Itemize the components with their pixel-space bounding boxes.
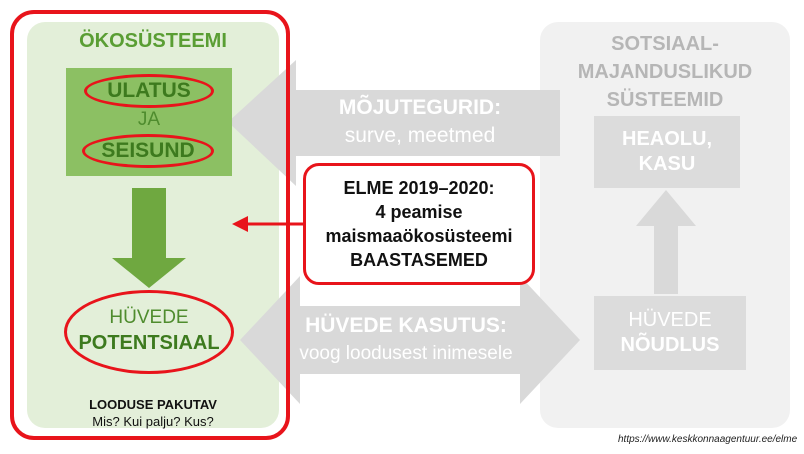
elme-line4: BAASTASEMED — [350, 250, 488, 270]
socio-title-line3: SÜSTEEMID — [606, 89, 724, 111]
wellbeing-line2: KASU — [638, 153, 696, 175]
demand-to-wellbeing-arrow — [636, 190, 696, 294]
socio-economic-title: SOTSIAAL- MAJANDUSLIKUD SÜSTEEMID — [550, 30, 780, 114]
wellbeing-line1: HEAOLU, — [622, 128, 712, 150]
wellbeing-box: HEAOLU, KASU — [594, 116, 740, 188]
demand-line1: HÜVEDE — [628, 309, 712, 331]
condition-oval: SEISUND — [82, 134, 214, 168]
socio-title-line1: SOTSIAAL- — [611, 33, 719, 55]
and-label: JA — [137, 109, 161, 130]
condition-label: SEISUND — [101, 139, 195, 162]
scope-to-potential-arrow — [112, 188, 186, 288]
use-arrow — [240, 276, 580, 404]
source-link[interactable]: https://www.keskkonnaagentuur.ee/elme — [618, 434, 798, 445]
ecosystem-title: ÖKOSÜSTEEMI — [79, 30, 227, 52]
potential-label: POTENTSIAAL — [78, 332, 220, 354]
demand-box: HÜVEDE NÕUDLUS — [594, 296, 746, 370]
drivers-arrow-label: MÕJUTEGURID: surve, meetmed — [300, 94, 540, 150]
drivers-arrow — [228, 60, 560, 186]
services-potential: HÜVEDE POTENTSIAAL — [64, 306, 234, 356]
use-subtitle: voog loodusest inimesele — [299, 343, 513, 364]
socio-title-line2: MAJANDUSLIKUD — [577, 61, 753, 83]
ecosystem-highlight-outline — [10, 10, 290, 440]
and-text: JA — [84, 108, 214, 132]
drivers-title: MÕJUTEGURID: — [338, 96, 502, 119]
scope-label: ULATUS — [107, 79, 191, 102]
nature-offer-questions: Mis? Kui palju? Kus? — [92, 414, 214, 429]
nature-offer: LOODUSE PAKUTAV Mis? Kui palju? Kus? — [40, 396, 266, 430]
scope-oval: ULATUS — [84, 74, 214, 108]
drivers-subtitle: surve, meetmed — [344, 124, 496, 147]
elme-pointer-head — [232, 216, 248, 232]
elme-callout: ELME 2019–2020: 4 peamise maismaaökosüst… — [303, 163, 535, 285]
elme-line1: ELME 2019–2020: — [343, 178, 495, 198]
services-label: HÜVEDE — [109, 307, 189, 328]
demand-line2: NÕUDLUS — [620, 334, 720, 356]
potential-oval — [64, 290, 234, 374]
nature-offer-title: LOODUSE PAKUTAV — [89, 397, 217, 412]
use-title: HÜVEDE KASUTUS: — [305, 314, 507, 337]
elme-line2: 4 peamise — [375, 202, 463, 222]
use-arrow-label: HÜVEDE KASUTUS: voog loodusest inimesele — [282, 312, 530, 368]
elme-line3: maismaaökosüsteemi — [325, 226, 513, 246]
